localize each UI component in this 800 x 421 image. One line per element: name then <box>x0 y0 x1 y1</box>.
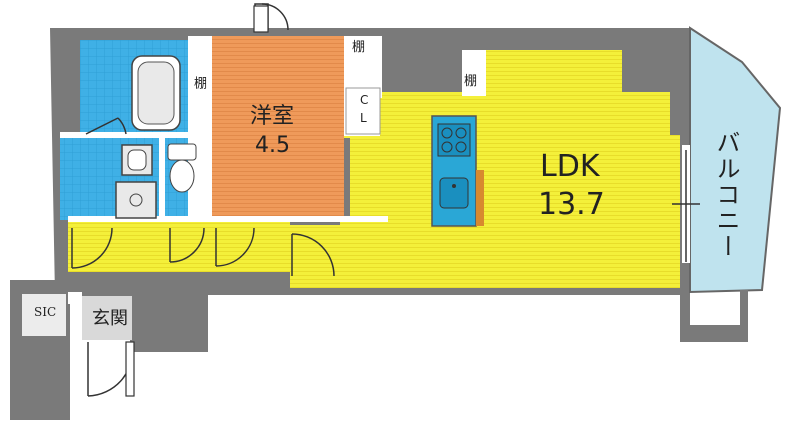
sic-label: SIC <box>34 305 57 319</box>
ldk-size: 13.7 <box>538 187 605 222</box>
door-swing <box>117 117 127 135</box>
entrance-step <box>68 292 82 304</box>
balcony-rail-post <box>740 290 748 342</box>
ldk-name: LDK <box>540 149 600 184</box>
kitchen-back-panel <box>476 170 484 226</box>
closet-label-c: C <box>360 93 369 107</box>
partition-wall <box>462 50 486 96</box>
door-swing <box>85 117 119 135</box>
washbasin-bowl <box>127 149 147 171</box>
door-leaf <box>125 341 135 397</box>
western-room-name: 洋室 <box>250 104 295 129</box>
door-leaf <box>253 5 269 33</box>
closet-label-l: L <box>360 111 367 125</box>
ldk-area <box>290 50 680 288</box>
hallway-floor <box>68 220 290 272</box>
shelf-label: 棚 <box>191 76 206 89</box>
partition-wall <box>60 132 190 138</box>
western-room-floor <box>212 36 344 216</box>
door-swing <box>291 233 335 277</box>
toilet-bowl <box>169 159 195 193</box>
partition-wall <box>212 216 388 222</box>
partition-wall <box>159 132 165 222</box>
stove <box>437 123 471 157</box>
washing-machine-pan <box>115 181 157 219</box>
entrance-floor <box>82 296 132 340</box>
closet-box <box>345 87 381 135</box>
western-room-size: 4.5 <box>255 133 290 158</box>
partition-wall <box>188 36 212 218</box>
door-swing <box>169 227 205 263</box>
shelf-label: 棚 <box>464 74 478 89</box>
door-swing <box>261 3 289 31</box>
sic-storage <box>22 294 66 336</box>
bathtub-inner <box>137 61 175 125</box>
shelf-label: 棚 <box>352 40 366 55</box>
door-swing <box>215 227 255 267</box>
toilet-tank <box>167 143 197 161</box>
partition-wall <box>68 216 212 222</box>
sink <box>439 177 469 209</box>
entrance-label: 玄関 <box>92 308 128 329</box>
door-swing <box>71 227 113 269</box>
balcony-label: バルコニー <box>712 130 740 260</box>
